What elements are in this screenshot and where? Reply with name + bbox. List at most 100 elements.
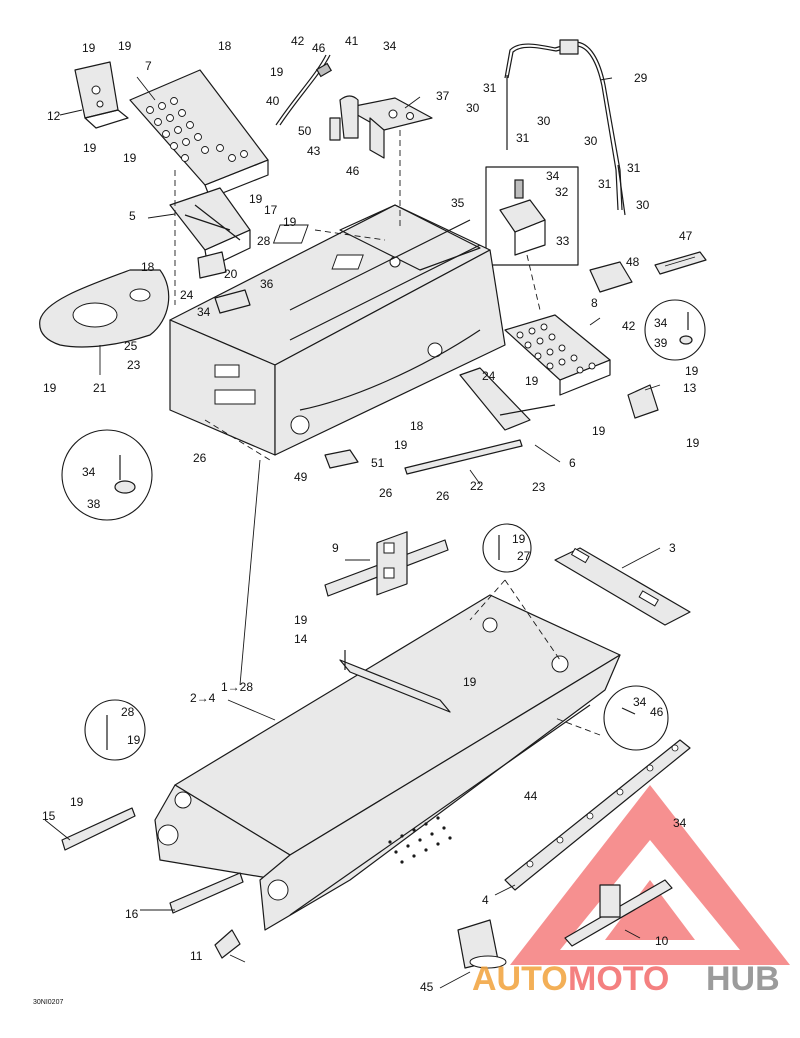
callout-19: 19: [270, 65, 284, 79]
callout-14: 14: [294, 632, 308, 646]
support-tube-31: [506, 75, 626, 216]
callout-19: 19: [127, 733, 141, 747]
callout-3: 3: [669, 541, 676, 555]
callout-19: 19: [525, 374, 539, 388]
callout-18: 18: [218, 39, 232, 53]
chassis-frame-1: [169, 204, 506, 456]
callout-34: 34: [546, 169, 560, 183]
callout-19: 19: [283, 215, 297, 229]
callout-circle-34-46: [603, 685, 669, 751]
callout-8: 8: [591, 296, 598, 310]
callout-19: 19: [249, 192, 263, 206]
callout-46: 46: [650, 705, 664, 719]
callout-19: 19: [43, 381, 57, 395]
strip-15: [61, 807, 136, 851]
leader-lines: [44, 76, 661, 989]
callout-5: 5: [129, 209, 136, 223]
callout-30: 30: [584, 134, 598, 148]
callout-35: 35: [451, 196, 465, 210]
callout-19: 19: [118, 39, 132, 53]
callout-31: 31: [627, 161, 641, 175]
callout-17: 17: [264, 203, 278, 217]
callout-23: 23: [532, 480, 546, 494]
inset-box-32-34: [485, 166, 579, 266]
callout-42: 42: [622, 319, 636, 333]
callout-19: 19: [123, 151, 137, 165]
callout-19: 19: [83, 141, 97, 155]
bracket-12: [74, 61, 129, 129]
callout-circle-34-39: [644, 299, 706, 361]
callout-25: 25: [124, 339, 138, 353]
callout-30: 30: [466, 101, 480, 115]
callout-40: 40: [266, 94, 280, 108]
logo-text-hub: HUB: [706, 960, 780, 998]
callout-7: 7: [145, 59, 152, 73]
callout-18: 18: [141, 260, 155, 274]
bracket-43: [339, 95, 359, 139]
callout-30: 30: [636, 198, 650, 212]
callout-34: 34: [673, 816, 687, 830]
callout-48: 48: [626, 255, 640, 269]
callout-19: 19: [82, 41, 96, 55]
tunnel-2: [154, 594, 621, 931]
callout-23: 23: [127, 358, 141, 372]
callout-26: 26: [436, 489, 450, 503]
callout-19: 19: [70, 795, 84, 809]
callout-45: 45: [420, 980, 434, 994]
callout-47: 47: [679, 229, 693, 243]
callout-51: 51: [371, 456, 385, 470]
plate-47: [654, 251, 707, 275]
callout-circle-19-27: [482, 523, 532, 573]
bracket-37: [344, 97, 433, 159]
callout-19: 19: [294, 613, 308, 627]
callout-30: 30: [537, 114, 551, 128]
callout-22: 22: [470, 479, 484, 493]
callout-19: 19: [592, 424, 606, 438]
pan-21: [39, 269, 170, 348]
callout-34: 34: [633, 695, 647, 709]
automotohub-logo: [510, 785, 790, 965]
callout-18: 18: [410, 419, 424, 433]
logo-text-auto: AUTO: [472, 960, 568, 998]
callout-19: 19: [463, 675, 477, 689]
callout-21: 21: [93, 381, 107, 395]
callout-34: 34: [82, 465, 96, 479]
callout-11: 11: [190, 949, 203, 963]
bracket-7: [129, 69, 269, 199]
clip-50: [329, 117, 341, 141]
callout-27: 27: [517, 549, 531, 563]
callout-13: 13: [683, 381, 697, 395]
footrest-8: [504, 314, 611, 396]
callout-49: 49: [294, 470, 308, 484]
callout-20: 20: [224, 267, 238, 281]
callout-19: 19: [512, 532, 526, 546]
callout-46: 46: [346, 164, 360, 178]
logo-triangle-core: [605, 880, 695, 940]
callout-28: 28: [257, 234, 271, 248]
callout-31: 31: [483, 81, 497, 95]
callout-38: 38: [87, 497, 101, 511]
callout-24: 24: [482, 369, 496, 383]
callout-16: 16: [125, 907, 139, 921]
logo-text-moto: MOTO: [568, 960, 669, 998]
callout-37: 37: [436, 89, 450, 103]
callout-19: 19: [394, 438, 408, 452]
callout-33: 33: [556, 234, 570, 248]
callout-46: 46: [312, 41, 326, 55]
callout-15: 15: [42, 809, 56, 823]
callout-31: 31: [598, 177, 612, 191]
bracket-45: [457, 919, 507, 969]
automotohub-logo-text: AUTO MOTO HUB: [472, 960, 780, 998]
callout-10: 10: [655, 934, 669, 948]
callout-12: 12: [47, 109, 61, 123]
callout-circle-28-19: [84, 699, 146, 761]
callout-circle-34-38: [61, 429, 153, 521]
callout-19: 19: [685, 364, 699, 378]
callout-24: 24: [180, 288, 194, 302]
rail-14: [339, 650, 451, 713]
callout-9: 9: [332, 541, 339, 555]
callout-32: 32: [555, 185, 569, 199]
callout-41: 41: [345, 34, 359, 48]
strip-16: [169, 872, 244, 914]
bracket-48: [589, 261, 633, 293]
